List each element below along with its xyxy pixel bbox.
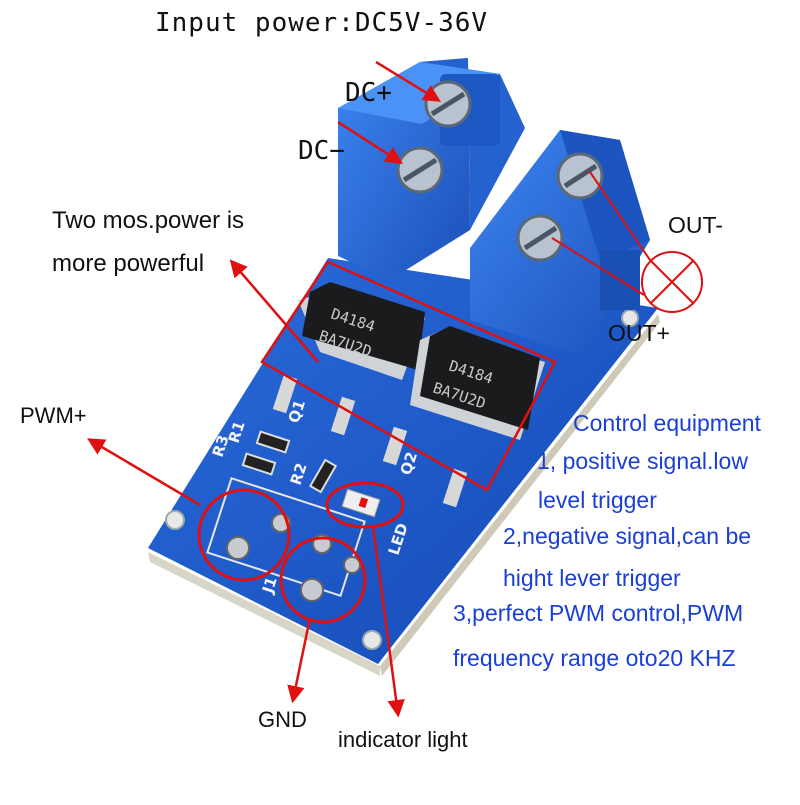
arrow-indicator — [371, 525, 405, 718]
svg-text:J1: J1 — [258, 574, 280, 596]
arrow-gnd — [287, 617, 312, 704]
mount-hole — [165, 510, 185, 530]
wire-out-plus — [551, 237, 645, 296]
pad-extra — [343, 556, 361, 574]
mount-hole — [362, 630, 382, 650]
wire-out-minus — [589, 171, 651, 261]
dc-plus-label: DC+ — [345, 78, 392, 108]
svg-text:R2: R2 — [287, 461, 311, 487]
led-highlight-circle — [325, 481, 405, 529]
out-minus-label: OUT- — [668, 212, 723, 238]
gnd-highlight-circle — [279, 536, 367, 624]
control-line-3a: 3,perfect PWM control,PWM — [453, 600, 744, 626]
pcb-edge-right — [380, 314, 660, 676]
indicator-light-label: indicator light — [338, 727, 468, 752]
two-mos-label-line1: Two mos.power is — [52, 207, 245, 234]
pcb-edge — [148, 552, 380, 676]
svg-text:R3: R3 — [209, 433, 233, 459]
arrow-pwm — [86, 438, 201, 507]
svg-text:R1: R1 — [225, 419, 249, 445]
resistor-r1 — [255, 430, 291, 454]
pad-pwm — [226, 536, 250, 560]
control-line-1a: 1, positive signal.low — [537, 448, 748, 474]
input-power-title: Input power:DC5V-36V — [155, 8, 489, 38]
two-mos-label-line2: more powerful — [52, 250, 205, 277]
pwm-plus-label: PWM+ — [20, 403, 87, 428]
resistor-r3 — [241, 452, 277, 476]
control-line-3b: frequency range oto20 KHZ — [453, 645, 736, 671]
arrow-dc-minus — [337, 120, 403, 164]
gnd-label: GND — [258, 707, 307, 732]
control-line-2a: 2,negative signal,can be — [503, 523, 752, 549]
arrow-two-mos — [229, 259, 319, 363]
arrow-dc-plus — [375, 60, 441, 102]
control-heading: Control equipment — [573, 410, 761, 436]
mosfet-highlight-box — [260, 260, 557, 492]
dc-minus-label: DC− — [298, 136, 345, 166]
resistor-r2 — [308, 458, 338, 494]
mosfet-q2: D4184 BA7U2D — [382, 326, 545, 508]
terminal-block-input — [338, 58, 525, 280]
mosfet-q1: D4184 BA7U2D — [272, 282, 425, 436]
load-symbol — [641, 251, 703, 313]
control-line-1b: level trigger — [538, 487, 657, 513]
control-line-2b: hight lever trigger — [503, 565, 681, 591]
pwm-highlight-circle — [197, 488, 291, 582]
out-plus-label: OUT+ — [608, 320, 670, 346]
pad-gnd — [300, 578, 324, 602]
